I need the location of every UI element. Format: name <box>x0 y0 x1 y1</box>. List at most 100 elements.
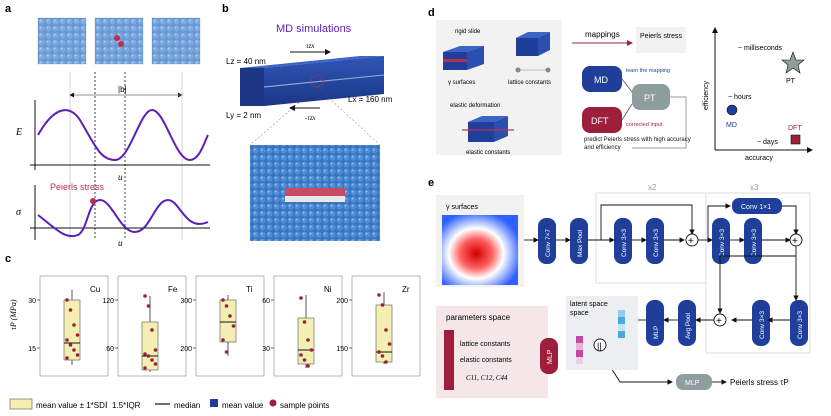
layer-conv3: Conv 3×3 <box>614 218 632 264</box>
panel-d: d rigid slide γ surfaces lattice constan… <box>428 7 813 162</box>
dft-node <box>582 107 622 133</box>
legend-c: mean value ± 1*SD I 1.5*IQR median mean … <box>9 398 329 410</box>
atom-lattices <box>37 17 201 65</box>
parameter-vector <box>444 330 454 390</box>
lattice-3 <box>151 17 201 65</box>
tick-label: 200 <box>180 346 192 353</box>
layer-maxpool: Max Pool <box>570 218 588 264</box>
panel-letter-e: e <box>428 177 434 189</box>
burgers-vector-label: |b| <box>118 85 127 94</box>
boxplot-ti: Ti 300 200 <box>180 275 265 377</box>
sample-point <box>299 353 303 357</box>
sigma-axis-label: σ <box>16 207 22 218</box>
svg-text:||: || <box>597 341 602 351</box>
efficiency-accuracy-chart: efficiency accuracy ~ milliseconds PT ~ … <box>703 27 813 162</box>
md-chart-point <box>726 104 738 116</box>
tick-label: 200 <box>336 298 348 305</box>
sample-point <box>150 358 154 362</box>
mappings-label: mappings <box>585 30 620 39</box>
layer-conv3: Conv 3×3 <box>752 300 770 346</box>
atomic-zoom <box>250 145 380 241</box>
cij-label: C11, C12, C44 <box>466 374 508 382</box>
legend-median-label: median <box>174 401 200 410</box>
mlp-param-block <box>540 338 558 374</box>
layer-label: Avg Pool <box>685 313 692 339</box>
layer-label: Conv 3×3 <box>653 229 660 257</box>
metal-label: Fe <box>168 285 178 294</box>
elastic-constants-label-d: elastic constants <box>466 150 510 156</box>
sample-point <box>377 293 381 297</box>
sample-point <box>221 298 225 302</box>
efficiency-axis-label: efficiency <box>703 80 710 110</box>
mlp-output-block <box>676 374 712 390</box>
layer-label: Conv 7×7 <box>545 229 552 257</box>
elastic-constants-label-e: elastic constants <box>460 357 512 364</box>
x3-label: x3 <box>750 183 759 192</box>
legend-box-label: mean value ± 1*SD <box>36 401 105 410</box>
milliseconds-label: ~ milliseconds <box>738 45 783 52</box>
tau-p-axis-label: τP (MPa) <box>9 299 18 330</box>
peierls-stress-box <box>636 27 686 53</box>
lattice-constants-label-d: lattice constants <box>508 80 551 86</box>
tau-top-label: τzx <box>306 42 315 50</box>
sample-point <box>68 343 73 347</box>
whisker-glyph-icon: I <box>105 400 108 410</box>
panel-letter-b: b <box>222 3 229 15</box>
lattice-1 <box>37 17 87 65</box>
sample-point <box>380 303 385 307</box>
peierls-stress-label: Peierls stress <box>50 182 105 192</box>
gamma-surface-heatmap <box>442 215 518 285</box>
sample-point <box>72 323 76 327</box>
metal-label: Zr <box>402 285 410 294</box>
u-axis-label-1: u <box>118 172 123 182</box>
concat-node <box>593 338 607 352</box>
u-axis-label-2: u <box>118 238 123 248</box>
sample-point <box>146 354 151 358</box>
days-label: ~ days <box>757 139 778 146</box>
legend-sample-label: sample points <box>280 401 329 410</box>
sample-point <box>146 304 151 308</box>
latent-space-label-2: space <box>570 310 589 317</box>
panel-letter-d: d <box>428 7 435 19</box>
tick-label: 30 <box>262 346 270 353</box>
layer-conv3: Conv 3×3 <box>790 300 808 346</box>
svg-text:+: + <box>792 236 798 247</box>
sample-point <box>302 358 307 362</box>
boxplot-zr: Zr 200 150 <box>336 275 421 377</box>
tick-label: 300 <box>180 298 192 305</box>
layer-label: Max Pool <box>577 229 584 257</box>
sample-point <box>302 320 307 324</box>
layer-label: Conv 3×3 <box>797 311 804 339</box>
tick-label: 120 <box>102 298 114 305</box>
sum-nodes: + + + <box>685 233 803 327</box>
gamma-surfaces-label: γ surfaces <box>448 80 475 86</box>
sample-point <box>68 308 73 312</box>
tick-label: 150 <box>336 346 348 353</box>
panel-letter-c: c <box>5 253 11 265</box>
learn-mapping-label: learn the mapping <box>626 68 670 74</box>
output-label: Peierls stress τP <box>730 378 789 387</box>
metal-label: Ti <box>246 285 253 294</box>
md-simulations-title: MD simulations <box>276 23 352 35</box>
metal-label: Cu <box>90 285 100 294</box>
sample-point <box>306 364 310 368</box>
sample-point <box>306 338 310 342</box>
x2-label: x2 <box>648 183 657 192</box>
sample-point <box>224 350 229 354</box>
panel-a: a |b| E u <box>5 3 210 248</box>
lz-label: Lz = 40 nm <box>226 57 266 66</box>
sample-point <box>380 354 385 358</box>
sample-point <box>72 348 76 352</box>
stress-curve <box>37 198 209 238</box>
gamma-surfaces-label-e: γ surfaces <box>446 204 478 211</box>
energy-curve <box>37 108 209 162</box>
layer-label: MLP <box>653 326 660 339</box>
pt-chart-label: PT <box>786 78 796 85</box>
layer-label: Conv 3×3 <box>751 229 758 257</box>
sd-box <box>297 317 315 365</box>
sample-point <box>65 356 69 360</box>
sample-point <box>153 348 158 352</box>
